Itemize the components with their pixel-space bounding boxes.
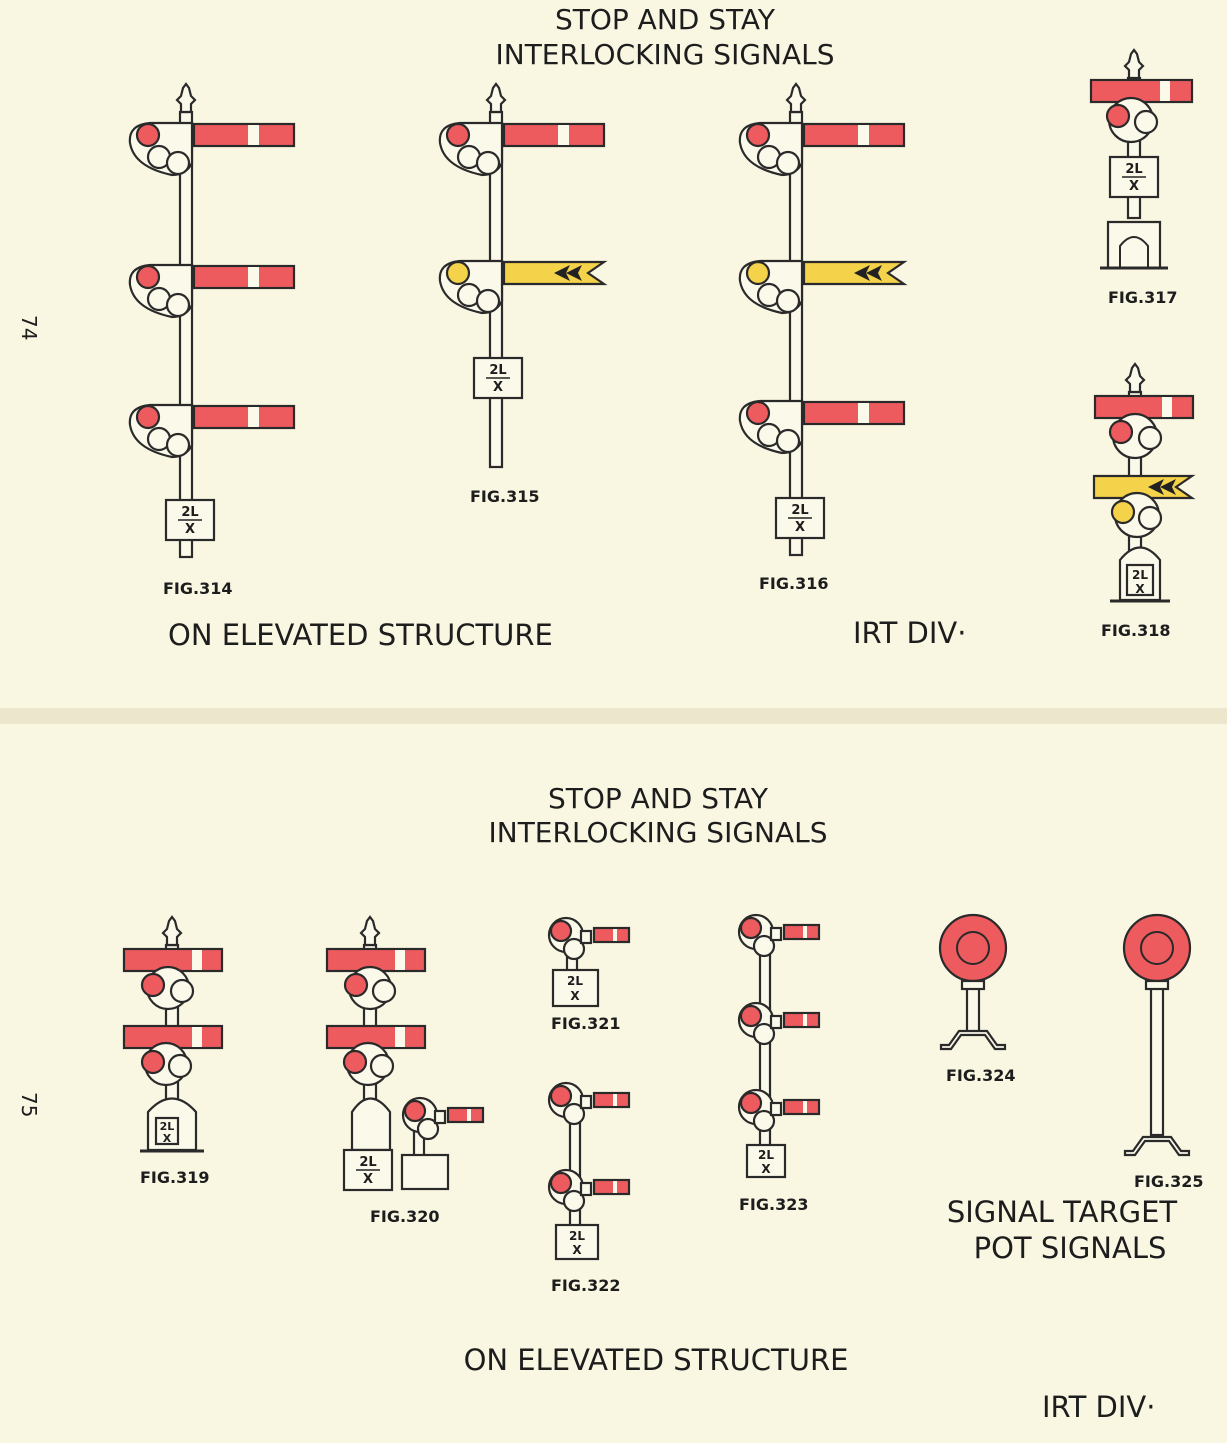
figure-319-signal: 2L X: [122, 915, 224, 1153]
plate-top: 2L: [359, 1155, 376, 1170]
bottom-title-line1: STOP AND STAY: [548, 782, 769, 815]
figure-322-signal: 2L X: [547, 1081, 631, 1261]
plate-bottom: X: [795, 520, 805, 535]
fig-317-label: FIG.317: [1108, 288, 1178, 307]
figure-317-signal: 2L X: [1089, 48, 1194, 270]
fig-314-label: FIG.314: [163, 579, 233, 598]
pot-title-line2: POT SIGNALS: [974, 1231, 1167, 1265]
figure-323-signal: 2L X: [737, 913, 821, 1179]
top-title-line2: INTERLOCKING SIGNALS: [495, 38, 834, 71]
pot-title-line1: SIGNAL TARGET: [947, 1195, 1178, 1229]
plate-top: 2L: [1125, 162, 1142, 177]
plate-bottom: X: [493, 380, 503, 395]
page-number-top: 74: [17, 315, 41, 340]
fig-322-label: FIG.322: [551, 1276, 621, 1295]
plate-bottom: X: [1135, 582, 1145, 596]
page-number-bottom: 75: [17, 1092, 41, 1117]
bottom-title-line2: INTERLOCKING SIGNALS: [488, 816, 827, 849]
fig-316-label: FIG.316: [759, 574, 829, 593]
plate-top: 2L: [1132, 568, 1148, 582]
fig-321-label: FIG.321: [551, 1014, 621, 1033]
plate-bottom: X: [570, 989, 580, 1003]
fig-323-label: FIG.323: [739, 1195, 809, 1214]
figure-316-signal: 2L X: [738, 82, 906, 557]
top-footer-left: ON ELEVATED STRUCTURE: [168, 618, 553, 652]
fig-325-label: FIG.325: [1134, 1172, 1204, 1191]
plate-top: 2L: [160, 1120, 175, 1133]
bottom-footer-right: IRT DIV·: [1042, 1390, 1155, 1424]
plate-top: 2L: [567, 974, 583, 988]
figure-321-signal: 2L X: [547, 916, 631, 1008]
bottom-footer-center: ON ELEVATED STRUCTURE: [464, 1343, 849, 1377]
page-fold: [0, 708, 1227, 724]
plate-bottom: X: [163, 1132, 172, 1145]
plate-top: 2L: [569, 1229, 585, 1243]
fig-315-label: FIG.315: [470, 487, 540, 506]
plate-bottom: X: [363, 1172, 373, 1187]
plate-top: 2L: [489, 363, 506, 378]
fig-320-label: FIG.320: [370, 1207, 440, 1226]
plate-bottom: X: [185, 522, 195, 537]
figure-320-signal: 2L X: [325, 915, 485, 1192]
figure-318-signal: 2L X: [1092, 362, 1196, 603]
plate-bottom: X: [1129, 179, 1139, 194]
plate-top: 2L: [791, 503, 808, 518]
fig-324-label: FIG.324: [946, 1066, 1016, 1085]
top-footer-right: IRT DIV·: [853, 616, 966, 650]
fig-318-label: FIG.318: [1101, 621, 1171, 640]
plate-bottom: X: [572, 1243, 582, 1257]
figure-325-signal-target: [1122, 913, 1192, 1157]
figure-324-pot-signal: [938, 913, 1008, 1051]
figure-315-signal: 2L X: [438, 82, 606, 469]
plate-bottom: X: [761, 1162, 771, 1176]
top-title-line1: STOP AND STAY: [555, 3, 776, 36]
plate-top: 2L: [758, 1148, 774, 1162]
figure-314-signal: 2L X: [128, 82, 296, 559]
plate-top: 2L: [181, 505, 198, 520]
fig-319-label: FIG.319: [140, 1168, 210, 1187]
